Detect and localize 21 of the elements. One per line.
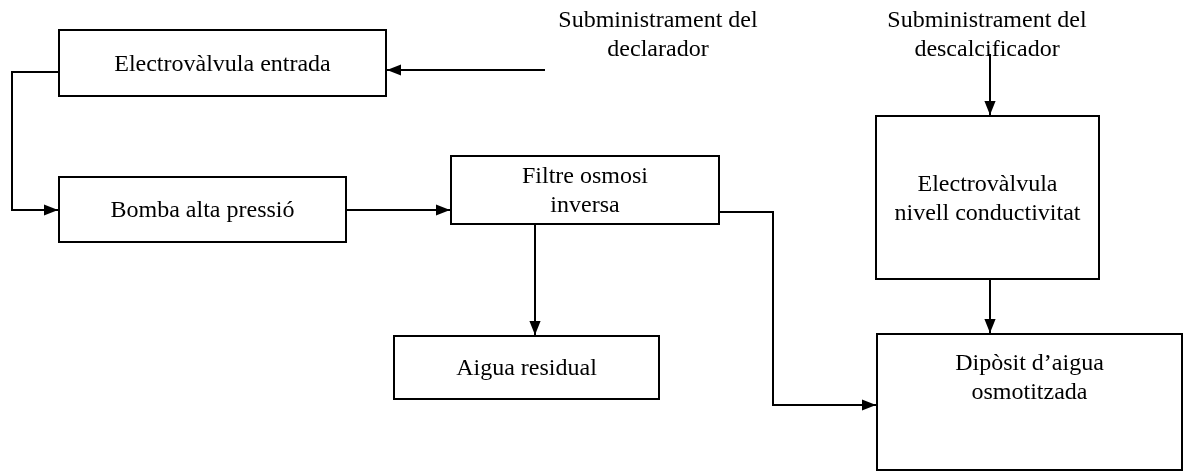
arrow xyxy=(11,71,59,216)
source-label: Subministrament del descalcificador xyxy=(862,8,1112,60)
process-box xyxy=(875,115,1100,280)
arrow xyxy=(719,211,877,411)
source-label: Subministrament del declarador xyxy=(548,8,768,60)
arrow xyxy=(386,64,546,76)
arrow xyxy=(346,204,451,216)
box-label: Filtre osmosi inversa xyxy=(521,161,649,219)
process-box xyxy=(58,176,347,243)
box-label: Aigua residual xyxy=(456,353,597,382)
box-label: Dipòsit d’aigua osmotitzada xyxy=(954,348,1105,406)
box-label: Electrovàlvula nivell conductivitat xyxy=(893,168,1082,227)
arrow xyxy=(984,53,996,116)
arrow xyxy=(529,224,541,336)
box-label: Bomba alta pressió xyxy=(110,195,295,224)
process-box xyxy=(450,155,720,225)
process-box xyxy=(58,29,387,97)
box-label: Electrovàlvula entrada xyxy=(114,48,331,78)
process-box xyxy=(393,335,660,400)
process-box xyxy=(876,333,1183,471)
arrow xyxy=(984,279,996,334)
